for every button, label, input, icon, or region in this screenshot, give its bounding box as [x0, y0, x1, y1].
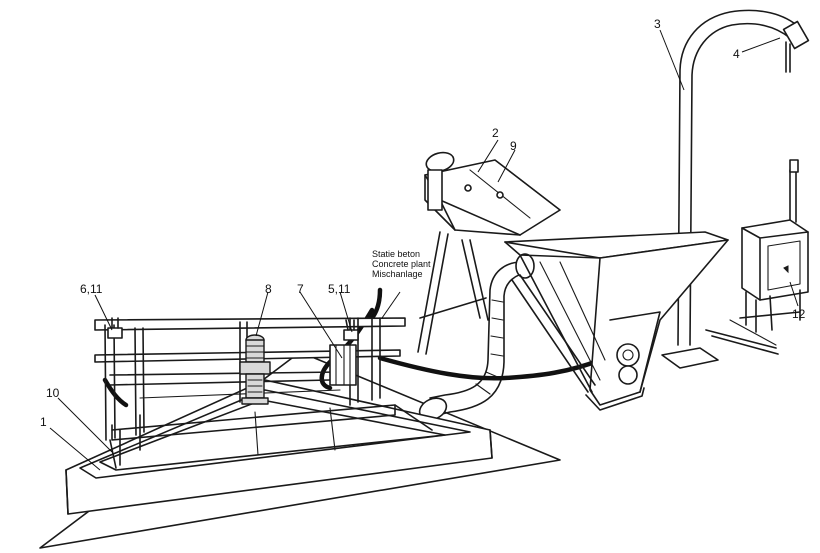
screw-conveyor: [417, 151, 561, 355]
note-line-1: Statie beton: [372, 249, 420, 259]
label-8: 8: [265, 282, 272, 296]
light-pole: [661, 9, 810, 369]
label-2: 2: [492, 126, 499, 140]
leader-lines: [49, 29, 799, 471]
note-line-3: Mischanlage: [372, 269, 423, 279]
label-5-11: 5,11: [328, 282, 351, 296]
label-12: 12: [792, 307, 806, 321]
label-9: 9: [510, 139, 517, 153]
label-10: 10: [46, 386, 60, 400]
label-6-11: 6,11: [80, 282, 103, 296]
note-line-2: Concrete plant: [372, 259, 431, 269]
hopper-trough: [504, 231, 729, 411]
settling-basin: [65, 379, 493, 515]
pump-motor: [239, 334, 271, 405]
label-4: 4: [733, 47, 740, 61]
power-cable-2: [377, 355, 603, 381]
power-cable-4: [102, 377, 129, 408]
label-3: 3: [654, 17, 661, 31]
flexible-hose: [418, 253, 535, 421]
label-1: 1: [40, 415, 47, 429]
power-cable-3: [369, 287, 383, 321]
control-cabinet: [705, 159, 809, 355]
label-7: 7: [297, 282, 304, 296]
